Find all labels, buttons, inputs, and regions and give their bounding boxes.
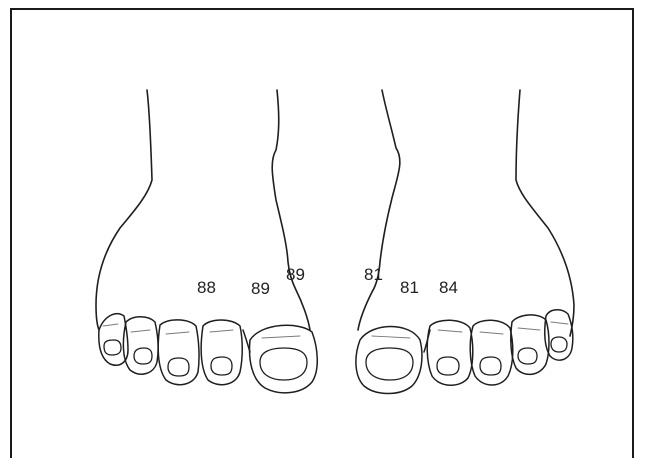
left-fourth-toe-nail	[134, 348, 152, 364]
left-little-toe-nail	[104, 340, 121, 355]
left-foot-lateral-edge	[96, 90, 152, 330]
right-fourth-toe-crease	[518, 328, 540, 330]
left-foot-label-3: 89	[286, 266, 305, 283]
right-foot-lateral-edge	[516, 90, 574, 336]
right-foot-label-2: 81	[400, 279, 419, 296]
right-fourth-toe-nail	[518, 348, 537, 364]
right-fourth-toe	[511, 315, 549, 374]
right-second-toe-nail	[437, 357, 459, 375]
left-foot-label-1: 88	[197, 279, 216, 296]
left-little-toe-crease	[103, 324, 118, 326]
left-second-toe-crease	[210, 330, 233, 332]
left-second-toe-nail	[211, 357, 232, 375]
right-third-toe-nail	[480, 357, 501, 375]
left-big-toe-crease	[262, 336, 300, 338]
right-big-toe-nail	[366, 348, 413, 380]
right-third-toe-crease	[480, 332, 503, 334]
left-fourth-toe-crease	[131, 330, 150, 332]
right-foot-label-1: 81	[364, 266, 383, 283]
right-big-toe-crease	[372, 336, 410, 338]
right-little-toe-nail	[551, 337, 567, 352]
right-foot	[356, 90, 574, 394]
right-foot-medial-edge	[358, 90, 400, 330]
left-foot-medial-edge	[272, 90, 310, 330]
left-foot-label-2: 89	[251, 280, 270, 297]
left-foot	[96, 90, 317, 393]
left-third-toe-crease	[166, 332, 189, 334]
left-third-toe	[158, 320, 199, 385]
left-third-toe-nail	[168, 358, 189, 376]
right-little-toe-crease	[551, 322, 568, 324]
right-second-toe-crease	[438, 330, 462, 332]
left-big-toe-nail	[260, 348, 307, 380]
right-foot-label-3: 84	[439, 279, 458, 296]
